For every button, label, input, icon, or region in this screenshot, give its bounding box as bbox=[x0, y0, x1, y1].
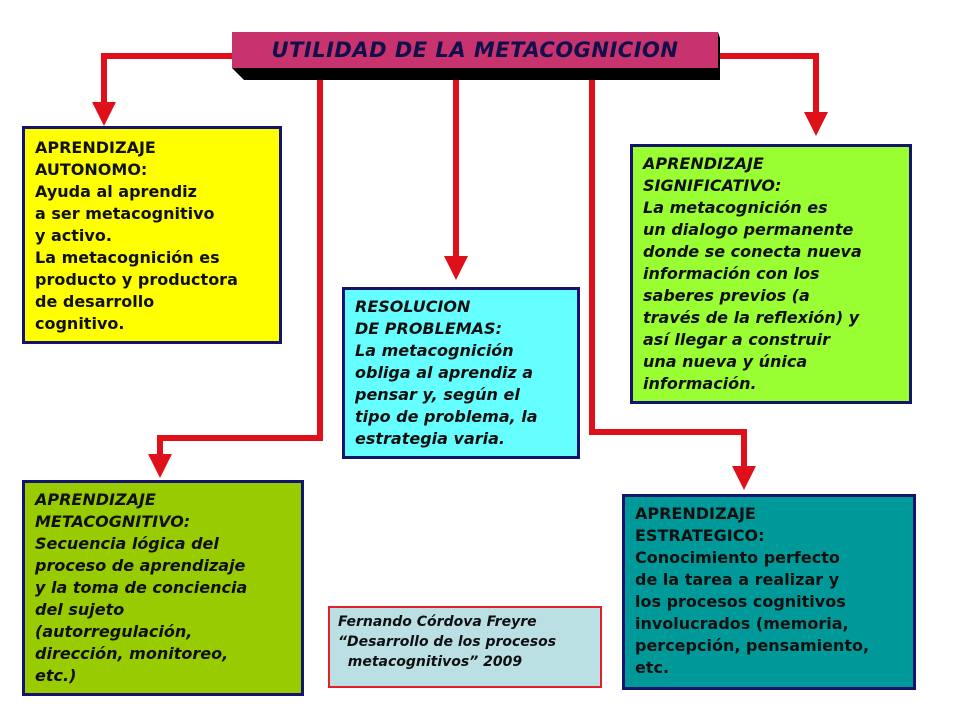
node-resolucion-de-problemas: RESOLUCION DE PROBLEMAS: La metacognició… bbox=[342, 287, 580, 459]
node-line: producto y productora bbox=[35, 270, 238, 289]
page-title: UTILIDAD DE LA METACOGNICION bbox=[232, 32, 718, 68]
node-line: saberes previos (a bbox=[643, 286, 810, 305]
title-3d-shadow bbox=[232, 32, 720, 80]
node-line: así llegar a construir bbox=[643, 330, 830, 349]
node-line: cognitivo. bbox=[35, 314, 125, 333]
node-aprendizaje-metacognitivo: APRENDIZAJE METACOGNITIVO: Secuencia lóg… bbox=[22, 480, 304, 696]
node-line: información con los bbox=[643, 264, 820, 283]
node-line: etc. bbox=[635, 658, 670, 677]
node-line: obliga al aprendiz a bbox=[355, 363, 534, 382]
node-line: DE PROBLEMAS: bbox=[355, 319, 502, 338]
credit-line: metacognitivos” 2009 bbox=[338, 654, 523, 670]
node-line: donde se conecta nueva bbox=[643, 242, 862, 261]
node-line: percepción, pensamiento, bbox=[635, 636, 870, 655]
node-line: proceso de aprendizaje bbox=[35, 556, 246, 575]
node-line: etc.) bbox=[35, 666, 77, 685]
arrow-to-metacognitivo bbox=[148, 80, 323, 478]
node-line: tipo de problema, la bbox=[355, 407, 538, 426]
node-line: La metacognición es bbox=[643, 198, 828, 217]
node-line: de desarrollo bbox=[35, 292, 155, 311]
node-aprendizaje-autonomo: APRENDIZAJE AUTONOMO: Ayuda al aprendiz … bbox=[22, 126, 282, 344]
node-line: La metacognición bbox=[355, 341, 514, 360]
node-line: (autorregulación, bbox=[35, 622, 193, 641]
arrow-to-estrategico bbox=[589, 80, 756, 490]
node-line: AUTONOMO: bbox=[35, 160, 148, 179]
node-line: y la toma de conciencia bbox=[35, 578, 248, 597]
node-line: del sujeto bbox=[35, 600, 125, 619]
node-line: Conocimiento perfecto bbox=[635, 548, 840, 567]
node-line: La metacognición es bbox=[35, 248, 220, 267]
node-line: involucrados (memoria, bbox=[635, 614, 849, 633]
node-line: APRENDIZAJE bbox=[35, 138, 156, 157]
source-credit: Fernando Córdova Freyre “Desarrollo de l… bbox=[328, 606, 602, 688]
node-line: pensar y, según el bbox=[355, 385, 520, 404]
node-line: un dialogo permanente bbox=[643, 220, 854, 239]
node-line: Secuencia lógica del bbox=[35, 534, 219, 553]
credit-line: “Desarrollo de los procesos bbox=[338, 634, 557, 650]
node-line: APRENDIZAJE bbox=[643, 154, 764, 173]
node-line: APRENDIZAJE bbox=[35, 490, 156, 509]
arrow-to-autonomo bbox=[92, 53, 232, 126]
node-line: a ser metacognitivo bbox=[35, 204, 215, 223]
node-line: de la tarea a realizar y bbox=[635, 570, 840, 589]
title-banner: UTILIDAD DE LA METACOGNICION bbox=[232, 32, 720, 80]
node-line: RESOLUCION bbox=[355, 297, 471, 316]
node-line: APRENDIZAJE bbox=[635, 504, 756, 523]
node-line: través de la reflexión) y bbox=[643, 308, 860, 327]
node-line: METACOGNITIVO: bbox=[35, 512, 191, 531]
node-line: información. bbox=[643, 374, 757, 393]
node-line: SIGNIFICATIVO: bbox=[643, 176, 782, 195]
node-line: ESTRATEGICO: bbox=[635, 526, 765, 545]
node-line: dirección, monitoreo, bbox=[35, 644, 229, 663]
node-line: una nueva y única bbox=[643, 352, 808, 371]
node-line: y activo. bbox=[35, 226, 112, 245]
node-line: los procesos cognitivos bbox=[635, 592, 846, 611]
node-aprendizaje-significativo: APRENDIZAJE SIGNIFICATIVO: La metacognic… bbox=[630, 144, 912, 404]
node-line: Ayuda al aprendiz bbox=[35, 182, 197, 201]
node-line: estrategia varia. bbox=[355, 429, 505, 448]
credit-line: Fernando Córdova Freyre bbox=[338, 614, 537, 630]
node-aprendizaje-estrategico: APRENDIZAJE ESTRATEGICO: Conocimiento pe… bbox=[622, 494, 916, 690]
arrow-to-significativo bbox=[718, 53, 828, 136]
